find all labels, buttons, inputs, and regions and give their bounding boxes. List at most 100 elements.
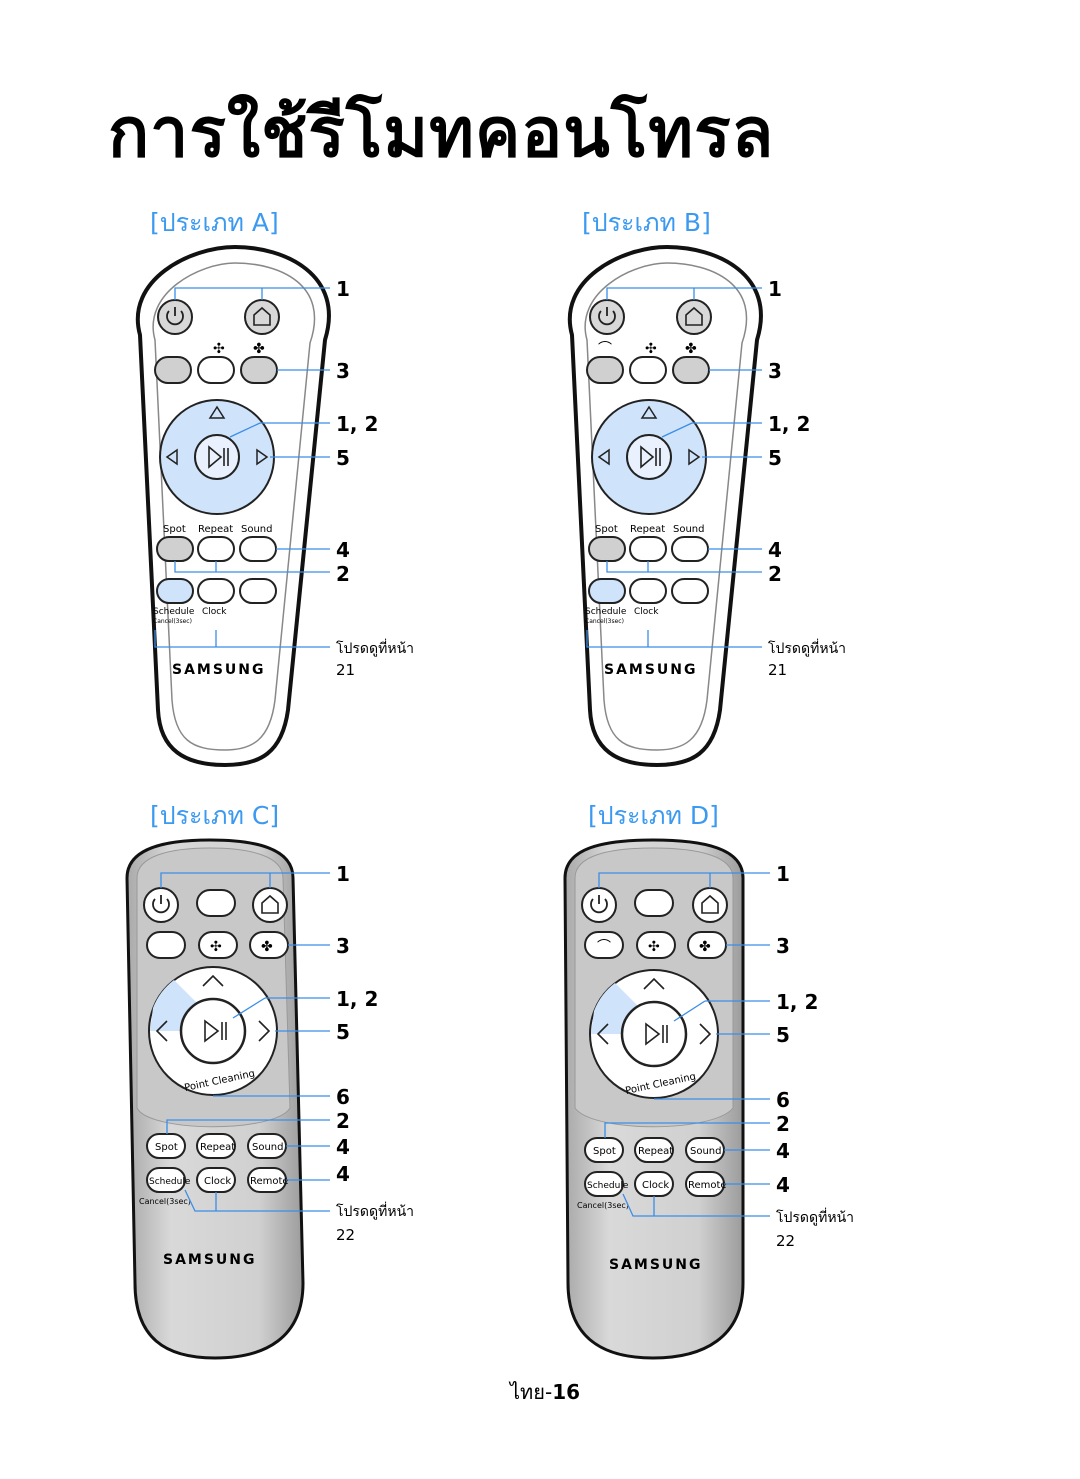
- play-pause-button[interactable]: [194, 434, 240, 480]
- left-arrow-icon[interactable]: [596, 1023, 609, 1045]
- blank-button[interactable]: [634, 889, 674, 917]
- sound-button[interactable]: [239, 536, 277, 562]
- callout-1-2: 1, 2: [336, 987, 378, 1011]
- repeat-label: Repeat: [630, 524, 665, 535]
- heading-type-a: [ประเภท A]: [150, 208, 279, 237]
- extra-button[interactable]: [239, 578, 277, 604]
- mode-button-1[interactable]: [586, 356, 624, 384]
- home-icon[interactable]: [692, 887, 728, 923]
- callout-2: 2: [776, 1112, 790, 1136]
- left-arrow-icon[interactable]: [165, 448, 178, 466]
- mode-button-2[interactable]: [629, 356, 667, 384]
- power-icon[interactable]: [143, 887, 179, 923]
- see-page-number: 21: [336, 661, 355, 679]
- play-pause-button[interactable]: [620, 1000, 688, 1068]
- callout-3: 3: [768, 359, 782, 383]
- mode-button-1[interactable]: [146, 931, 186, 959]
- remote-label: Remote: [250, 1176, 289, 1187]
- power-icon[interactable]: [589, 299, 625, 335]
- edge-clean-icon: ⌒: [598, 341, 612, 357]
- right-arrow-icon[interactable]: [256, 448, 269, 466]
- spot-button[interactable]: [588, 536, 626, 562]
- callout-4b: 4: [336, 1162, 350, 1186]
- right-arrow-icon[interactable]: [699, 1023, 712, 1045]
- brand-logo: SAMSUNG: [604, 662, 698, 678]
- cancel-label: Cancel(3sec): [153, 618, 192, 625]
- repeat-button[interactable]: [634, 1137, 674, 1163]
- schedule-button[interactable]: [588, 578, 626, 604]
- see-page-label: โปรดดูที่หน้า: [336, 1202, 414, 1220]
- callout-1-2: 1, 2: [768, 412, 810, 436]
- repeat-label: Repeat: [198, 524, 233, 535]
- mode-button-3[interactable]: [240, 356, 278, 384]
- fan-button[interactable]: [636, 931, 676, 959]
- edge-clean-button[interactable]: [584, 931, 624, 959]
- clock-button[interactable]: [197, 578, 235, 604]
- schedule-button[interactable]: [584, 1171, 624, 1197]
- blank-button[interactable]: [196, 889, 236, 917]
- schedule-label: Schedule: [587, 1181, 629, 1191]
- heading-type-b: [ประเภท B]: [582, 208, 711, 237]
- clock-label: Clock: [202, 607, 227, 617]
- extra-button[interactable]: [671, 578, 709, 604]
- remote-type-d: ⌒ ✣ ✤ Point Cleaning Spot Repeat Sound S…: [563, 838, 883, 1363]
- callout-3: 3: [776, 934, 790, 958]
- cancel-label: Cancel(3sec): [577, 1201, 629, 1210]
- schedule-button[interactable]: [156, 578, 194, 604]
- fan-button[interactable]: [198, 931, 238, 959]
- repeat-label: Repeat: [200, 1142, 235, 1153]
- callout-4b: 4: [776, 1173, 790, 1197]
- brand-logo: SAMSUNG: [172, 662, 266, 678]
- home-icon[interactable]: [676, 299, 712, 335]
- left-arrow-icon[interactable]: [155, 1020, 168, 1042]
- callout-1: 1: [768, 277, 782, 301]
- clock-label: Clock: [642, 1180, 669, 1191]
- page-number: ไทย-16: [510, 1376, 580, 1408]
- repeat-button[interactable]: [197, 536, 235, 562]
- sound-button[interactable]: [671, 536, 709, 562]
- clock-label: Clock: [204, 1176, 231, 1187]
- schedule-button[interactable]: [146, 1167, 186, 1193]
- play-pause-button[interactable]: [626, 434, 672, 480]
- up-arrow-icon[interactable]: [640, 405, 658, 419]
- repeat-button[interactable]: [196, 1133, 236, 1159]
- spot-button[interactable]: [146, 1133, 186, 1159]
- home-icon[interactable]: [244, 299, 280, 335]
- up-arrow-icon[interactable]: [202, 974, 224, 987]
- remote-type-b: ⌒ ✣ ✤ Spot Repeat Sound Schedule Clock C…: [552, 244, 872, 770]
- power-icon[interactable]: [157, 299, 193, 335]
- spot-button[interactable]: [584, 1137, 624, 1163]
- play-pause-button[interactable]: [179, 997, 247, 1065]
- clock-button[interactable]: [629, 578, 667, 604]
- repeat-button[interactable]: [629, 536, 667, 562]
- mode-button-1[interactable]: [154, 356, 192, 384]
- callout-5: 5: [336, 1020, 350, 1044]
- power-icon[interactable]: [581, 887, 617, 923]
- left-arrow-icon[interactable]: [597, 448, 610, 466]
- callout-3: 3: [336, 934, 350, 958]
- callout-2: 2: [336, 562, 350, 586]
- spot-label: Spot: [163, 524, 186, 535]
- spot-label: Spot: [595, 524, 618, 535]
- mode-button-2[interactable]: [197, 356, 235, 384]
- callout-5: 5: [776, 1023, 790, 1047]
- sound-label: Sound: [252, 1142, 284, 1153]
- brand-logo: SAMSUNG: [163, 1252, 257, 1268]
- home-icon[interactable]: [252, 887, 288, 923]
- spot-button[interactable]: [156, 536, 194, 562]
- callout-1-2: 1, 2: [336, 412, 378, 436]
- callout-1-2: 1, 2: [776, 990, 818, 1014]
- right-arrow-icon[interactable]: [258, 1020, 271, 1042]
- mode-button-3[interactable]: [672, 356, 710, 384]
- sound-label: Sound: [241, 524, 273, 535]
- remote-label: Remote: [688, 1180, 727, 1191]
- callout-5: 5: [768, 446, 782, 470]
- callout-4a: 4: [336, 1135, 350, 1159]
- callout-1: 1: [336, 862, 350, 886]
- turbo-fan-icon: ✤: [253, 341, 265, 357]
- heading-type-c: [ประเภท C]: [150, 801, 280, 830]
- right-arrow-icon[interactable]: [688, 448, 701, 466]
- up-arrow-icon[interactable]: [208, 405, 226, 419]
- up-arrow-icon[interactable]: [643, 977, 665, 990]
- callout-5: 5: [336, 446, 350, 470]
